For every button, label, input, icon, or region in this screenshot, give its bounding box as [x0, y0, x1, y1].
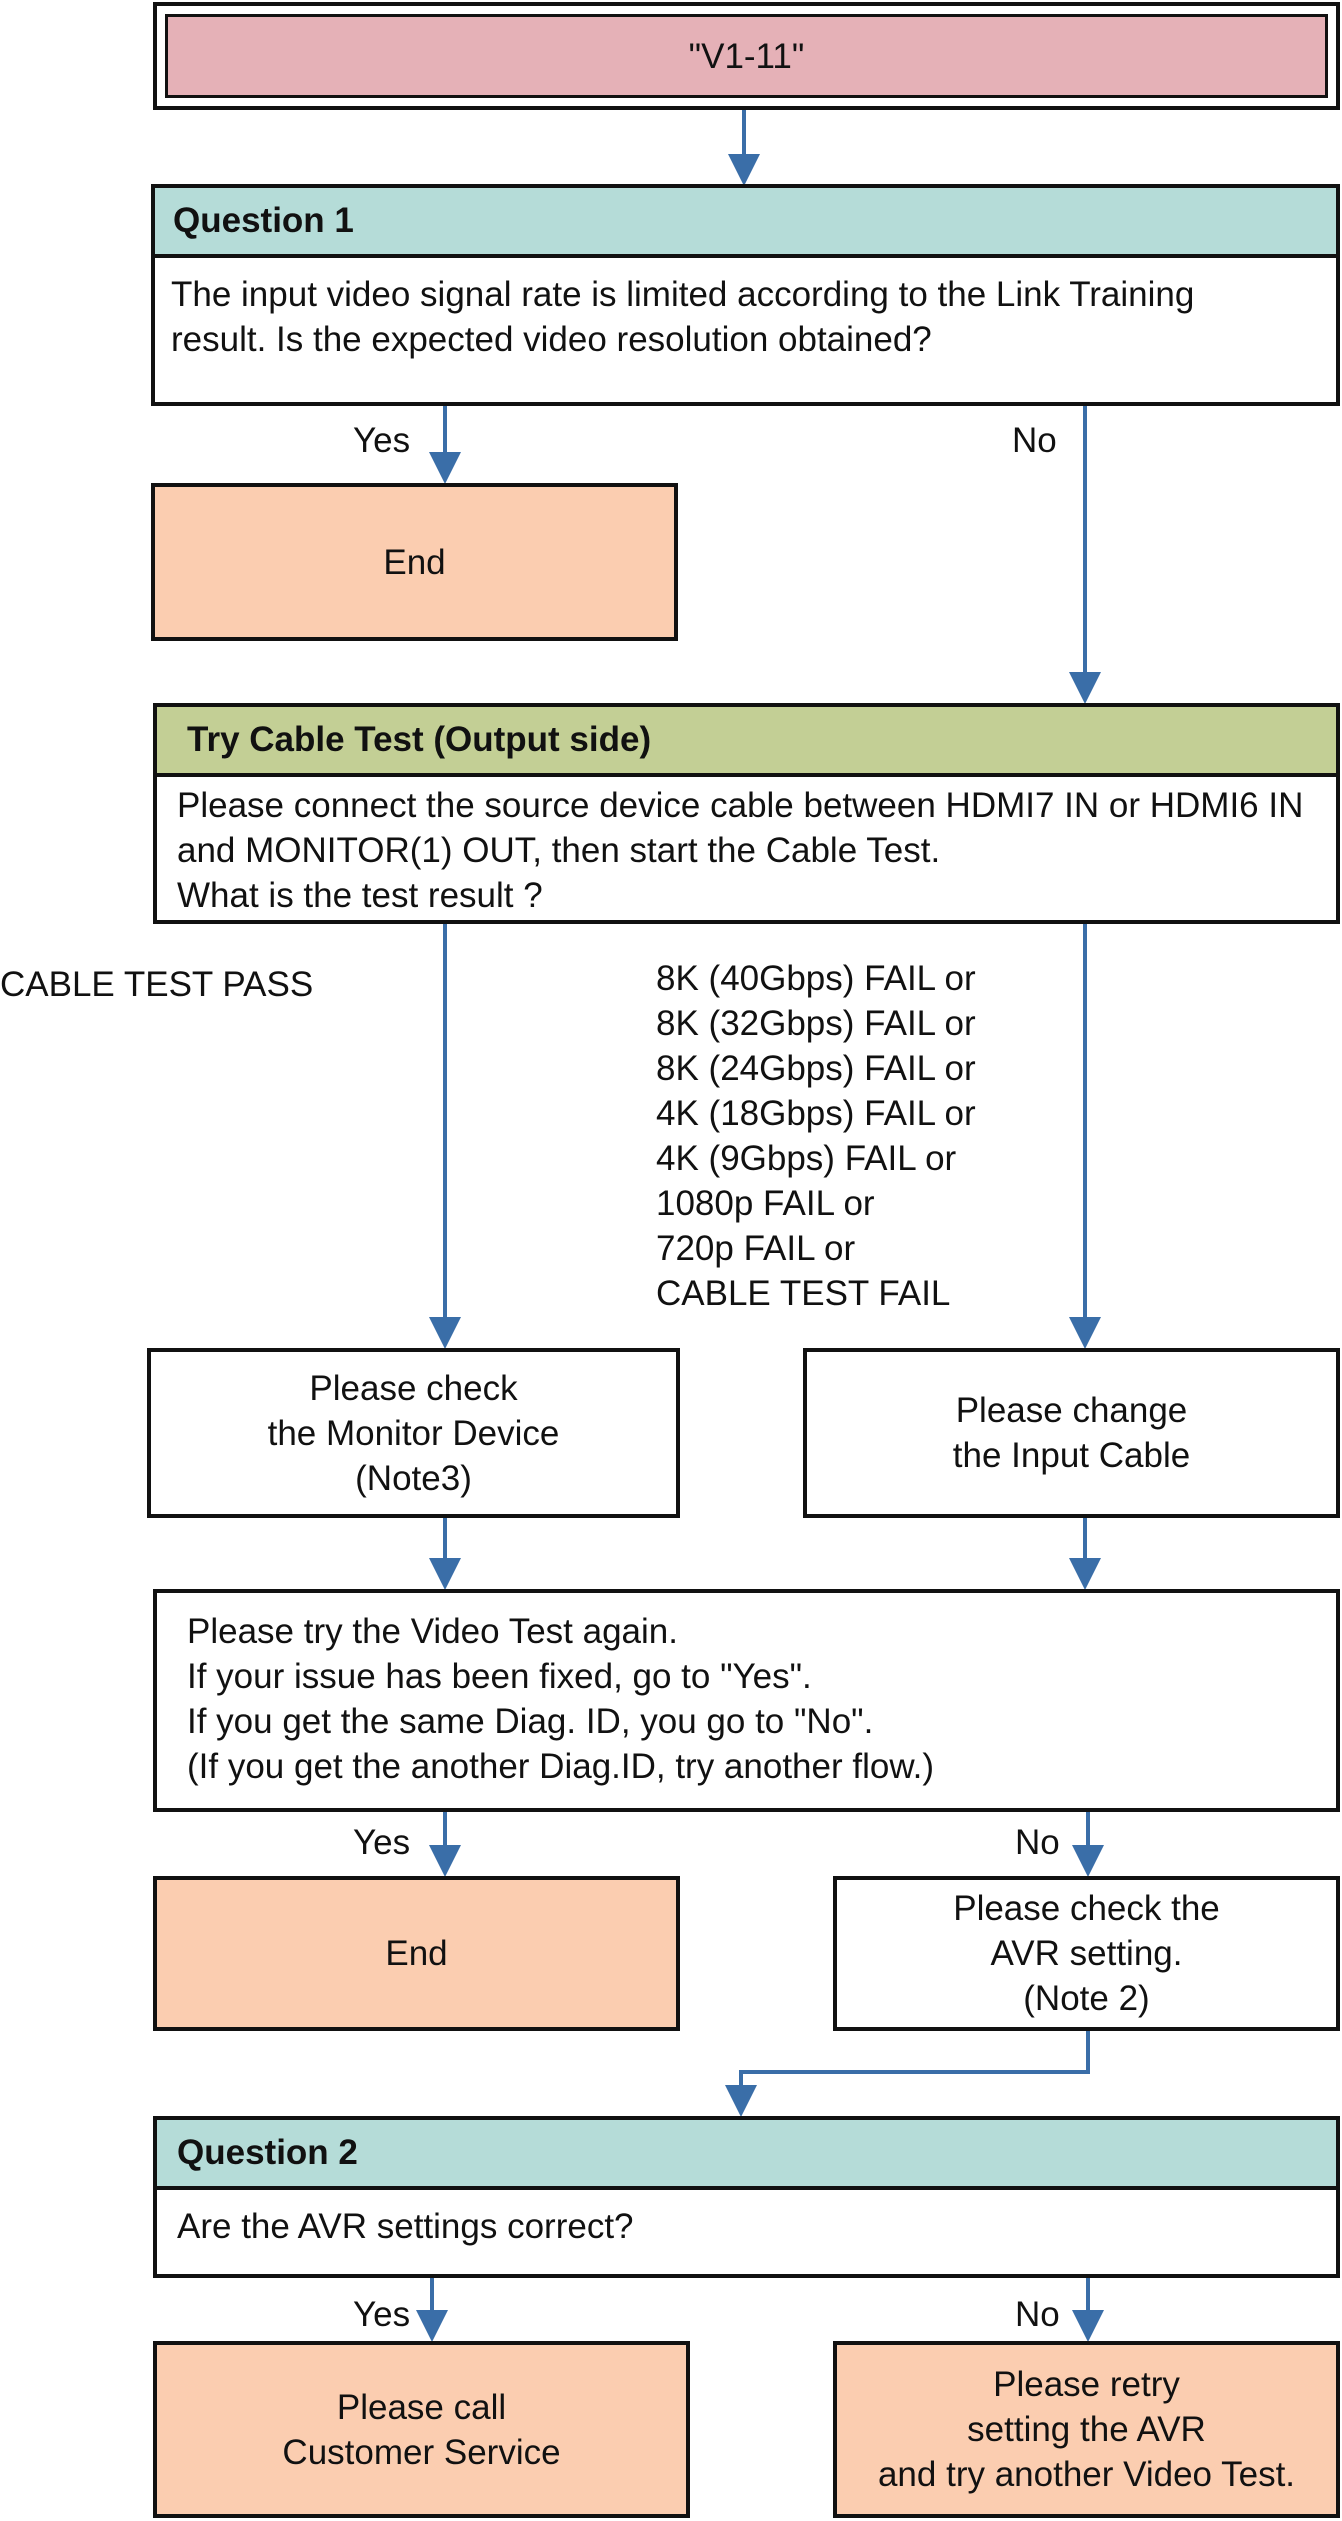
check-avr-line: (Note 2)	[1023, 1979, 1150, 2018]
check-avr-box: Please check the AVR setting. (Note 2)	[833, 1876, 1340, 2031]
question1-box: Question 1 The input video signal rate i…	[151, 184, 1340, 406]
call-service-line: Please call	[336, 2387, 507, 2427]
arrow-avr-to-q2	[725, 2031, 1090, 2117]
question1-yes-label: Yes	[353, 421, 411, 460]
check-monitor-line: (Note3)	[355, 1458, 472, 1498]
question1-end-box: End	[151, 483, 678, 641]
retry-avr-line: and try another Video Test.	[877, 2455, 1296, 2494]
cable-test-line: What is the test result ?	[177, 876, 543, 915]
question2-text: Are the AVR settings correct?	[177, 2207, 634, 2246]
call-service-line: Customer Service	[282, 2432, 561, 2472]
change-cable-line: the Input Cable	[952, 1436, 1191, 1475]
change-cable-box: Please change the Input Cable	[803, 1348, 1340, 1518]
retry-line: Please try the Video Test again.	[187, 1612, 678, 1651]
retry-yes-label: Yes	[353, 1823, 411, 1862]
check-monitor-line: Please check	[309, 1368, 518, 1408]
cable-fail-line: 4K (18Gbps) FAIL or	[656, 1094, 976, 1133]
retry-avr-box: Please retry setting the AVR and try ano…	[833, 2341, 1340, 2518]
cable-test-line: and MONITOR(1) OUT, then start the Cable…	[177, 831, 941, 870]
call-service-box: Please call Customer Service	[153, 2341, 690, 2518]
check-monitor-box: Please check the Monitor Device (Note3)	[147, 1348, 680, 1518]
cable-fail-line: 4K (9Gbps) FAIL or	[656, 1139, 957, 1178]
cable-fail-labels: 8K (40Gbps) FAIL or 8K (32Gbps) FAIL or …	[656, 956, 976, 1316]
start-node-inner: "V1-11"	[165, 14, 1328, 98]
check-monitor-line: the Monitor Device	[267, 1413, 560, 1453]
cable-fail-line: 720p FAIL or	[656, 1229, 856, 1268]
cable-test-line: Please connect the source device cable b…	[177, 786, 1304, 825]
retry-line: If your issue has been fixed, go to "Yes…	[187, 1657, 812, 1696]
cable-fail-line: CABLE TEST FAIL	[656, 1274, 951, 1313]
cable-test-title: Try Cable Test (Output side)	[187, 720, 652, 759]
question2-box: Question 2 Are the AVR settings correct?	[153, 2116, 1340, 2278]
cable-pass-label: CABLE TEST PASS	[0, 965, 314, 1004]
change-cable-line: Please change	[955, 1391, 1188, 1430]
retry-line: (If you get the another Diag.ID, try ano…	[187, 1747, 935, 1786]
retry-avr-line: setting the AVR	[967, 2410, 1206, 2449]
cable-test-header: Try Cable Test (Output side)	[157, 707, 1336, 777]
question1-end-label: End	[383, 542, 446, 582]
retry-end-box: End	[153, 1876, 680, 2031]
cable-fail-line: 8K (24Gbps) FAIL or	[656, 1049, 976, 1088]
cable-fail-line: 1080p FAIL or	[656, 1184, 875, 1223]
start-label: "V1-11"	[688, 36, 805, 76]
cable-fail-line: 8K (32Gbps) FAIL or	[656, 1004, 976, 1043]
check-avr-line: Please check the	[953, 1889, 1220, 1928]
retry-no-label: No	[1015, 1823, 1060, 1862]
retry-box: Please try the Video Test again. If your…	[153, 1589, 1340, 1812]
cable-test-box: Try Cable Test (Output side) Please conn…	[153, 703, 1340, 924]
retry-end-label: End	[385, 1934, 448, 1973]
check-avr-line: AVR setting.	[990, 1934, 1183, 1973]
question1-title: Question 1	[173, 201, 354, 240]
question1-no-label: No	[1012, 421, 1057, 460]
question1-text: The input video signal rate is limited a…	[171, 275, 1195, 359]
cable-test-text: Please connect the source device cable b…	[177, 783, 1328, 918]
start-node: "V1-11"	[153, 2, 1340, 110]
question2-yes-label: Yes	[353, 2295, 411, 2334]
question2-title: Question 2	[177, 2133, 358, 2172]
retry-line: If you get the same Diag. ID, you go to …	[187, 1702, 874, 1741]
cable-fail-line: 8K (40Gbps) FAIL or	[656, 959, 976, 998]
retry-avr-line: Please retry	[993, 2365, 1180, 2404]
question2-header: Question 2	[157, 2120, 1336, 2190]
question1-header: Question 1	[155, 188, 1336, 258]
question2-no-label: No	[1015, 2295, 1060, 2334]
